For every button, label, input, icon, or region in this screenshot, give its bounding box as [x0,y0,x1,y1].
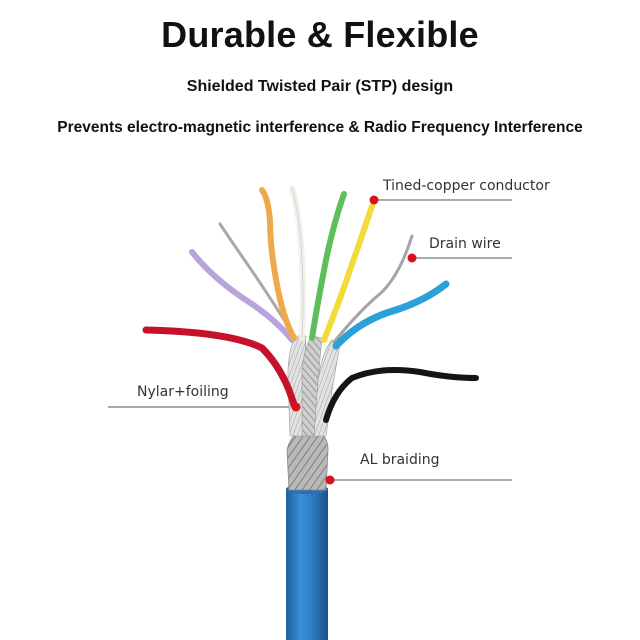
cable-jacket [286,488,328,640]
nylar-marker [292,403,301,412]
al-braiding-marker [326,476,335,485]
conductor-marker [370,196,379,205]
al-braiding [287,432,328,490]
wire-white [292,188,303,338]
callout-al-braiding: AL braiding [360,452,439,468]
drain-marker [408,254,417,263]
wire-green [312,194,344,338]
wire-light-blue [336,284,446,346]
wire-black [326,370,476,420]
callout-nylar-foiling: Nylar+foiling [137,384,229,400]
callout-drain-wire: Drain wire [429,236,501,252]
callout-conductor: Tined-copper conductor [383,178,550,194]
